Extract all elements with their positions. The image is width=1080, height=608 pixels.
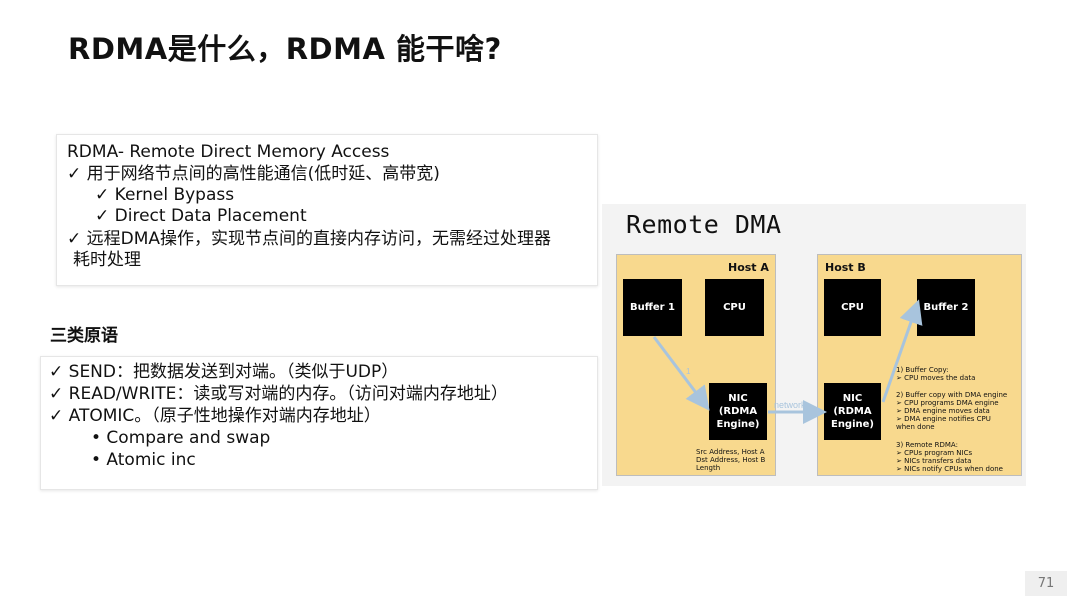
primitive-line: ✓ READ/WRITE：读或写对端的内存。（访问对端内存地址） [49,384,508,404]
cpu-a-block: CPU [705,279,764,336]
primitives-heading: 三类原语 [50,326,118,346]
primitive-line: • Compare and swap [91,428,271,448]
page-number: 71 [1025,571,1067,596]
host-b-note: ➢ CPU moves the data [896,374,976,382]
host-a-label: Host A [728,261,769,274]
intro-line: ✓ Kernel Bypass [95,185,235,205]
primitive-line: ✓ ATOMIC。（原子性地操作对端内存地址） [49,406,381,426]
network-label: network [774,400,806,410]
buffer-2-block: Buffer 2 [917,279,975,336]
host-a-note: Length [696,464,721,472]
arrow-buffer1-to-nic [652,336,710,411]
intro-line: ✓ Direct Data Placement [95,206,307,226]
primitives-box: ✓ SEND：把数据发送到对端。（类似于UDP） ✓ READ/WRITE：读或… [40,356,598,490]
arrow-nic-to-buffer2 [881,299,923,403]
host-b-note: ➢ CPUs program NICs [896,449,973,457]
nic-a-block: NIC (RDMA Engine) [709,383,767,440]
host-b-note: 1) Buffer Copy: [896,366,949,374]
arrow-label: 1 [686,367,691,376]
nic-b-block: NIC (RDMA Engine) [824,383,881,440]
primitive-line: ✓ SEND：把数据发送到对端。（类似于UDP） [49,362,399,382]
cpu-b-block: CPU [824,279,881,336]
diagram-title: Remote DMA [626,210,782,239]
host-b-note: ➢ NICs transfers data [896,457,972,465]
intro-line: 耗时处理 [73,250,141,270]
intro-box: RDMA- Remote Direct Memory Access ✓ 用于网络… [56,134,598,286]
host-b-label: Host B [825,261,866,274]
host-b-note: ➢ DMA engine notifies CPU [896,415,991,423]
host-b-note: ➢ NICs notify CPUs when done [896,465,1003,473]
host-b-note: 3) Remote RDMA: [896,441,958,449]
intro-line: ✓ 用于网络节点间的高性能通信(低时延、高带宽) [67,164,440,184]
primitive-line: • Atomic inc [91,450,196,470]
intro-line: ✓ 远程DMA操作，实现节点间的直接内存访问，无需经过处理器 [67,229,552,249]
buffer-1-block: Buffer 1 [623,279,682,336]
host-b-note: 2) Buffer copy with DMA engine [896,391,1008,399]
intro-line: RDMA- Remote Direct Memory Access [67,142,390,162]
host-a-note: Src Address, Host A [696,448,765,456]
host-b-note: ➢ DMA engine moves data [896,407,990,415]
host-b-note: ➢ CPU programs DMA engine [896,399,999,407]
host-a-note: Dst Address, Host B [696,456,766,464]
host-b-note: when done [896,423,935,431]
page-title: RDMA是什么，RDMA 能干啥? [68,32,502,66]
